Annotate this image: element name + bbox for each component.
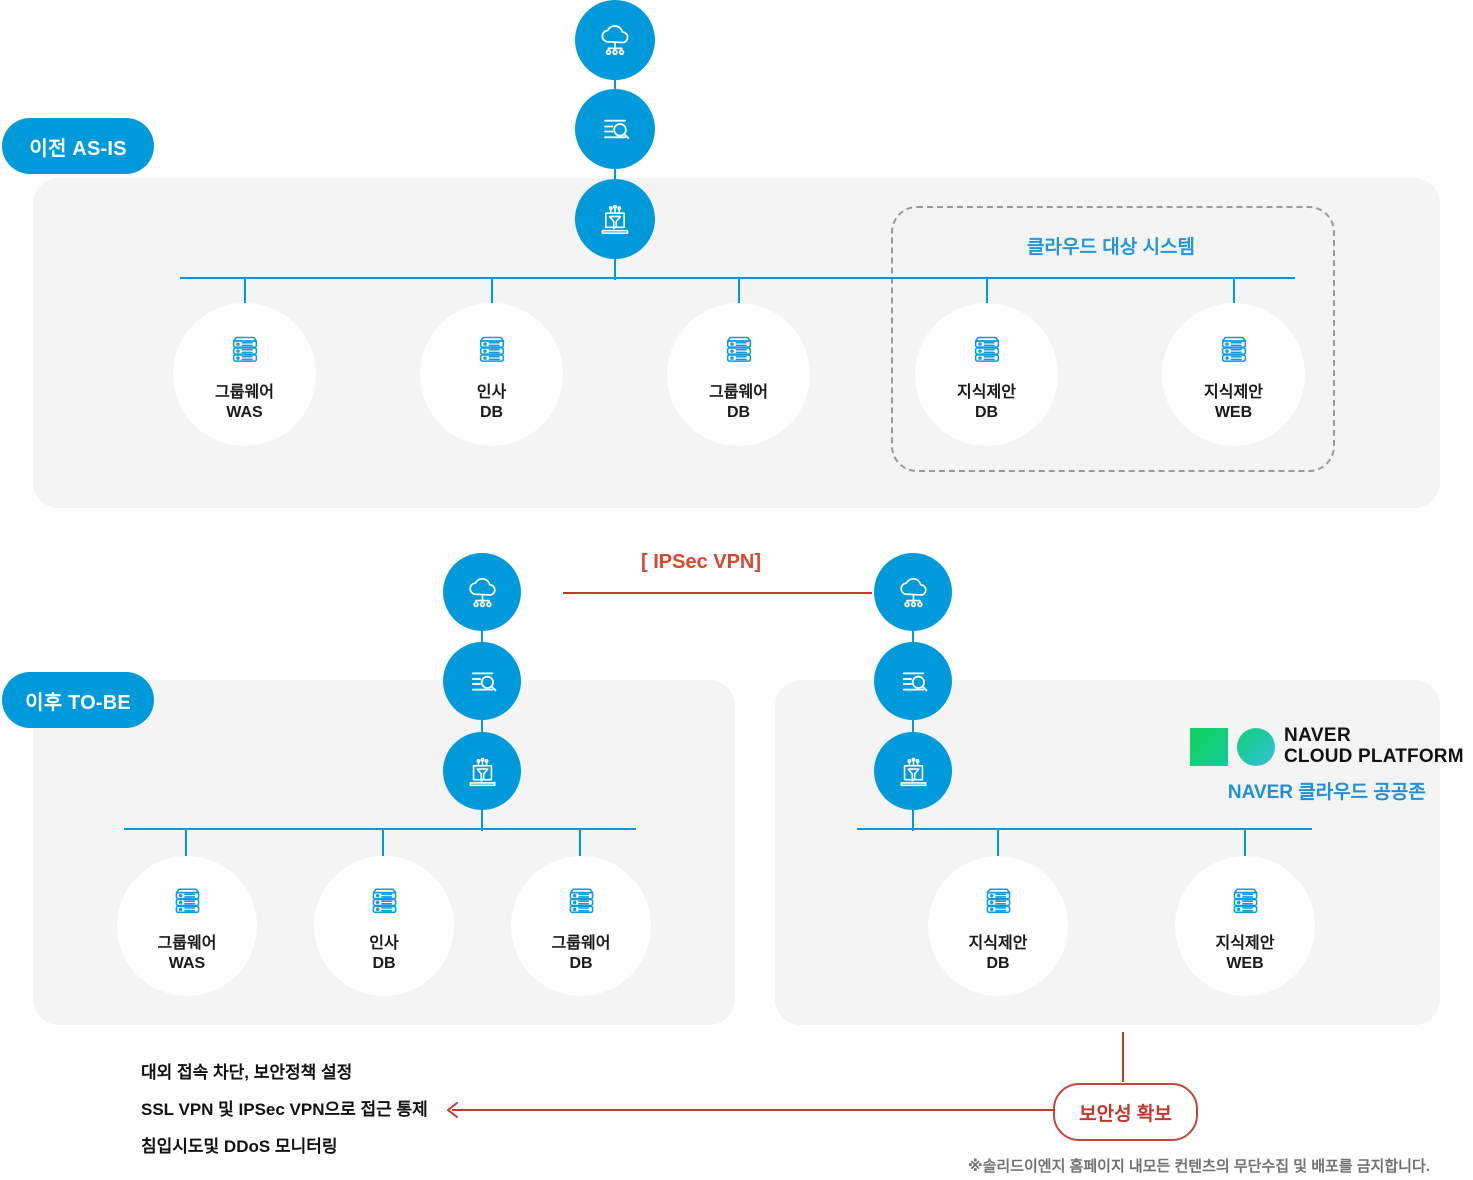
to-be-left-stack-connector-1 [481, 623, 483, 657]
stage-label-to-be: 이후 TO-BE [2, 672, 154, 728]
stage-label-as-is-text: 이전 AS-IS [29, 137, 127, 160]
data-funnel-icon [463, 752, 502, 791]
to-be-left-node-2[interactable]: 인사 DB [314, 856, 454, 996]
as-is-drop-3 [738, 277, 740, 313]
cloud-network-icon [893, 572, 934, 613]
to-be-right-node-1[interactable]: 지식제안 DB [928, 856, 1068, 996]
to-be-left-node-3[interactable]: 그룹웨어 DB [511, 856, 651, 996]
as-is-node-2[interactable]: 인사 DB [420, 303, 563, 446]
server-rack-icon [364, 879, 405, 925]
cloud-network-icon [594, 19, 636, 61]
to-be-right-stack-connector-1 [912, 623, 914, 657]
server-rack-icon [561, 879, 602, 925]
to-be-right-drop-1 [997, 828, 999, 862]
to-be-left-data-funnel-node[interactable] [443, 732, 521, 810]
server-rack-icon [224, 327, 266, 374]
naver-logo-line2: CLOUD PLATFORM [1284, 745, 1464, 767]
to-be-right-drop-2 [1244, 828, 1246, 862]
log-search-icon [595, 109, 635, 149]
server-rack-icon [978, 879, 1019, 925]
naver-cloud-branding: NAVER CLOUD PLATFORM NAVER 클라우드 공공존 [1190, 725, 1464, 804]
security-measures-list: 대외 접속 차단, 보안정책 설정 SSL VPN 및 IPSec VPN으로 … [141, 1064, 428, 1175]
as-is-node-4-label: 지식제안 DB [957, 383, 1016, 421]
ipsec-vpn-link [563, 592, 872, 594]
stage-label-to-be-text: 이후 TO-BE [25, 691, 131, 714]
security-measure-3: 침입시도및 DDoS 모니터링 [141, 1137, 338, 1156]
to-be-right-stack-connector-2 [912, 713, 914, 737]
server-rack-icon [1225, 879, 1266, 925]
security-outcome-badge-text: 보안성 확보 [1079, 1103, 1172, 1125]
as-is-drop-2 [491, 277, 493, 313]
naver-logo-text: NAVER CLOUD PLATFORM [1284, 725, 1464, 767]
naver-logo-circle-icon [1237, 727, 1275, 766]
to-be-left-drop-3 [579, 828, 581, 862]
naver-logo-square-icon [1190, 727, 1228, 766]
security-measure-2: SSL VPN 및 IPSec VPN으로 접근 통제 [141, 1100, 428, 1119]
to-be-left-drop-2 [382, 828, 384, 862]
as-is-stack-connector-2 [614, 160, 616, 184]
security-outcome-arrowhead-icon [443, 1100, 463, 1125]
to-be-left-node-1-label: 그룹웨어 WAS [157, 934, 217, 972]
to-be-left-node-1[interactable]: 그룹웨어 WAS [117, 856, 257, 996]
to-be-right-node-2[interactable]: 지식제안 WEB [1175, 856, 1315, 996]
as-is-node-3-label: 그룹웨어 DB [709, 383, 768, 421]
cloud-network-icon [462, 572, 503, 613]
naver-zone-caption: NAVER 클라우드 공공존 [1227, 782, 1426, 804]
to-be-left-cloud-node[interactable] [443, 553, 521, 631]
to-be-right-panel [775, 680, 1440, 1025]
security-measure-1: 대외 접속 차단, 보안정책 설정 [141, 1063, 353, 1082]
as-is-node-5-label: 지식제안 WEB [1204, 383, 1263, 421]
as-is-cloud-target-group [891, 206, 1335, 472]
data-funnel-icon [894, 752, 933, 791]
log-search-icon [463, 662, 502, 701]
to-be-left-log-search-node[interactable] [443, 642, 521, 720]
server-rack-icon [966, 327, 1008, 374]
to-be-left-stack-trunk [481, 803, 483, 831]
as-is-node-5[interactable]: 지식제안 WEB [1162, 303, 1305, 446]
server-rack-icon [167, 879, 208, 925]
to-be-right-data-funnel-node[interactable] [874, 732, 952, 810]
server-rack-icon [471, 327, 513, 374]
as-is-data-funnel-node[interactable] [575, 179, 655, 259]
to-be-right-cloud-node[interactable] [874, 553, 952, 631]
server-rack-icon [718, 327, 760, 374]
to-be-right-bus-line [857, 828, 1312, 830]
ipsec-vpn-label: [ IPSec VPN] [641, 551, 762, 573]
copyright-watermark: ※솔리드이엔지 홈페이지 내모든 컨텐츠의 무단수집 및 배포를 금지합니다. [968, 1158, 1430, 1175]
security-outcome-arrow-line [452, 1109, 1053, 1111]
as-is-drop-1 [244, 277, 246, 313]
to-be-left-node-2-label: 인사 DB [369, 934, 399, 972]
as-is-node-4[interactable]: 지식제안 DB [915, 303, 1058, 446]
as-is-node-1[interactable]: 그룹웨어 WAS [173, 303, 316, 446]
as-is-drop-4 [986, 277, 988, 313]
to-be-left-bus-line [124, 828, 636, 830]
as-is-log-search-node[interactable] [575, 89, 655, 169]
to-be-right-node-2-label: 지식제안 WEB [1215, 934, 1275, 972]
as-is-cloud-node[interactable] [575, 0, 655, 80]
data-funnel-icon [595, 199, 635, 239]
to-be-right-node-1-label: 지식제안 DB [968, 934, 1028, 972]
as-is-bus-line [180, 277, 1295, 279]
to-be-left-stack-connector-2 [481, 713, 483, 737]
to-be-left-drop-1 [185, 828, 187, 862]
as-is-node-1-label: 그룹웨어 WAS [215, 383, 274, 421]
as-is-stack-trunk [614, 250, 616, 280]
as-is-node-2-label: 인사 DB [476, 383, 507, 421]
server-rack-icon [1213, 327, 1255, 374]
log-search-icon [894, 662, 933, 701]
to-be-right-log-search-node[interactable] [874, 642, 952, 720]
as-is-drop-5 [1233, 277, 1235, 313]
to-be-left-node-3-label: 그룹웨어 DB [551, 934, 611, 972]
naver-logo-line1: NAVER [1284, 725, 1352, 746]
security-badge-connector [1122, 1032, 1124, 1082]
to-be-right-stack-trunk [912, 803, 914, 831]
as-is-node-3[interactable]: 그룹웨어 DB [667, 303, 810, 446]
stage-label-as-is: 이전 AS-IS [2, 118, 154, 174]
naver-logo: NAVER CLOUD PLATFORM [1190, 725, 1464, 767]
security-outcome-badge[interactable]: 보안성 확보 [1053, 1083, 1198, 1141]
as-is-cloud-target-group-title: 클라우드 대상 시스템 [1027, 237, 1195, 258]
as-is-stack-connector-1 [614, 70, 616, 104]
